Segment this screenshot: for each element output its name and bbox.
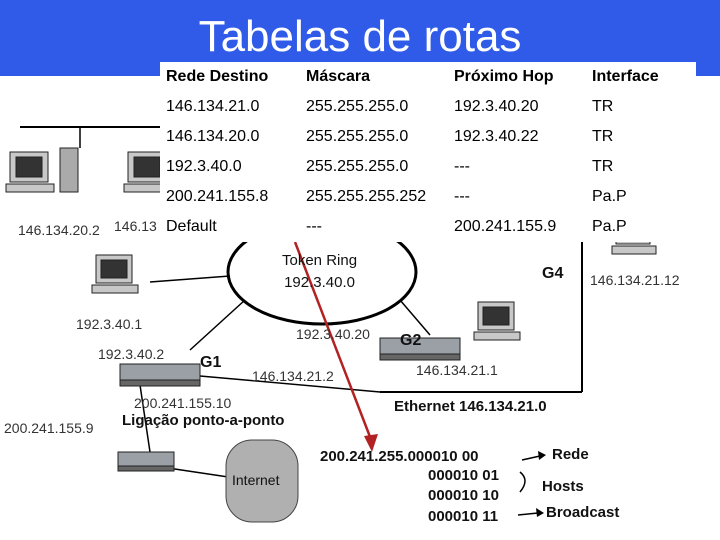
table-cell: 255.255.255.252: [306, 188, 427, 205]
table-row: 200.241.155.8 255.255.255.252 --- Pa.P: [160, 182, 696, 212]
table-cell: 146.134.20.0: [166, 128, 260, 145]
host-left-partial-ip: 146.13: [114, 218, 157, 234]
arrow-head: [536, 508, 544, 517]
table-cell: Pa.P: [592, 218, 627, 235]
table-cell: ---: [454, 188, 470, 205]
binary-prefix-row: 200.241.255.000010 00: [320, 448, 479, 465]
table-cell: TR: [592, 158, 614, 175]
p2p-link-label: Ligação ponto-a-ponto: [122, 412, 285, 429]
arrow-head: [364, 434, 378, 452]
header-rede-destino: Rede Destino: [166, 68, 269, 85]
token-ring-net: 192.3.40.0: [284, 274, 355, 291]
table-cell: TR: [592, 98, 614, 115]
isp-ip: 200.241.155.9: [4, 420, 94, 436]
table-cell: ---: [454, 158, 470, 175]
computer-icon: [91, 254, 139, 294]
header-proximo-hop: Próximo Hop: [454, 68, 554, 85]
legend-rede: Rede: [552, 446, 589, 463]
token-ring-label: Token Ring 192.3.40.0: [282, 250, 357, 294]
table-row: 192.3.40.0 255.255.255.0 --- TR: [160, 152, 696, 182]
host-left-ip: 146.134.20.2: [18, 222, 100, 238]
g2-label: G2: [400, 332, 422, 349]
table-cell: 255.255.255.0: [306, 128, 409, 145]
table-cell: 255.255.255.0: [306, 98, 409, 115]
g1-label: G1: [200, 354, 222, 371]
p2p-link: [139, 384, 151, 453]
table-cell: 146.134.21.0: [166, 98, 260, 115]
table-row: 146.134.20.0 255.255.255.0 192.3.40.22 T…: [160, 122, 696, 152]
binary-row: 000010 01: [428, 467, 499, 484]
hosts-bracket: [519, 471, 526, 493]
computer-icon: [5, 147, 79, 193]
router-icon: [119, 363, 201, 387]
router-icon: [117, 451, 175, 472]
tr-host1-ip: 192.3.40.1: [76, 316, 143, 332]
g4-ip: 146.134.21.12: [590, 272, 680, 288]
binary-row: 000010 10: [428, 487, 499, 504]
arrow-head: [538, 451, 546, 460]
tr-link-host1: [149, 275, 231, 283]
internet-label: Internet: [232, 472, 280, 488]
header-interface: Interface: [592, 68, 659, 85]
binary-row: 000010 11: [428, 508, 499, 525]
binary-row: 000010 00: [407, 448, 479, 465]
tr-link-g1: [189, 299, 246, 351]
table-cell: 200.241.155.9: [454, 218, 557, 235]
g1-eth-link: [199, 375, 381, 393]
routing-table-header-row: Rede Destino Máscara Próximo Hop Interfa…: [160, 62, 696, 92]
rede-arrow: [521, 455, 541, 461]
computer-icon: [123, 151, 173, 193]
table-cell: 200.241.155.8: [166, 188, 269, 205]
computer-icon: [473, 301, 521, 341]
table-cell: Default: [166, 218, 217, 235]
ethernet-label: Ethernet 146.134.21.0: [394, 398, 547, 415]
table-cell: ---: [306, 218, 322, 235]
legend-broadcast: Broadcast: [546, 504, 620, 521]
table-cell: TR: [592, 128, 614, 145]
tr-link-g2: [399, 299, 431, 336]
internet-cloud-icon: [225, 439, 299, 523]
legend-hosts: Hosts: [542, 478, 584, 495]
table-cell: 192.3.40.0: [166, 158, 242, 175]
table-cell: 192.3.40.22: [454, 128, 539, 145]
router-icon: [379, 337, 461, 361]
broadcast-arrow: [517, 512, 539, 516]
g1-p2p-ip: 200.241.155.10: [134, 395, 232, 411]
token-ring-name: Token Ring: [282, 252, 358, 269]
default-route-arrow: [293, 241, 374, 443]
tr-host2-ip: 192.3.40.2: [98, 346, 165, 362]
routing-table: Rede Destino Máscara Próximo Hop Interfa…: [160, 62, 696, 242]
table-cell: Pa.P: [592, 188, 627, 205]
g2-eth-ip: 146.134.21.1: [416, 362, 498, 378]
table-row: Default --- 200.241.155.9 Pa.P: [160, 212, 696, 242]
table-cell: 255.255.255.0: [306, 158, 409, 175]
page-title: Tabelas de rotas: [198, 12, 522, 61]
g2-tr-ip: 192.3.40.20: [296, 326, 370, 342]
table-row: 146.134.21.0 255.255.255.0 192.3.40.20 T…: [160, 92, 696, 122]
header-mascara: Máscara: [306, 68, 371, 85]
binary-prefix: 200.241.255.: [320, 448, 408, 465]
g1-eth-ip: 146.134.21.2: [252, 368, 334, 384]
table-cell: 192.3.40.20: [454, 98, 539, 115]
g4-label: G4: [542, 265, 564, 282]
internet-link: [167, 467, 236, 479]
